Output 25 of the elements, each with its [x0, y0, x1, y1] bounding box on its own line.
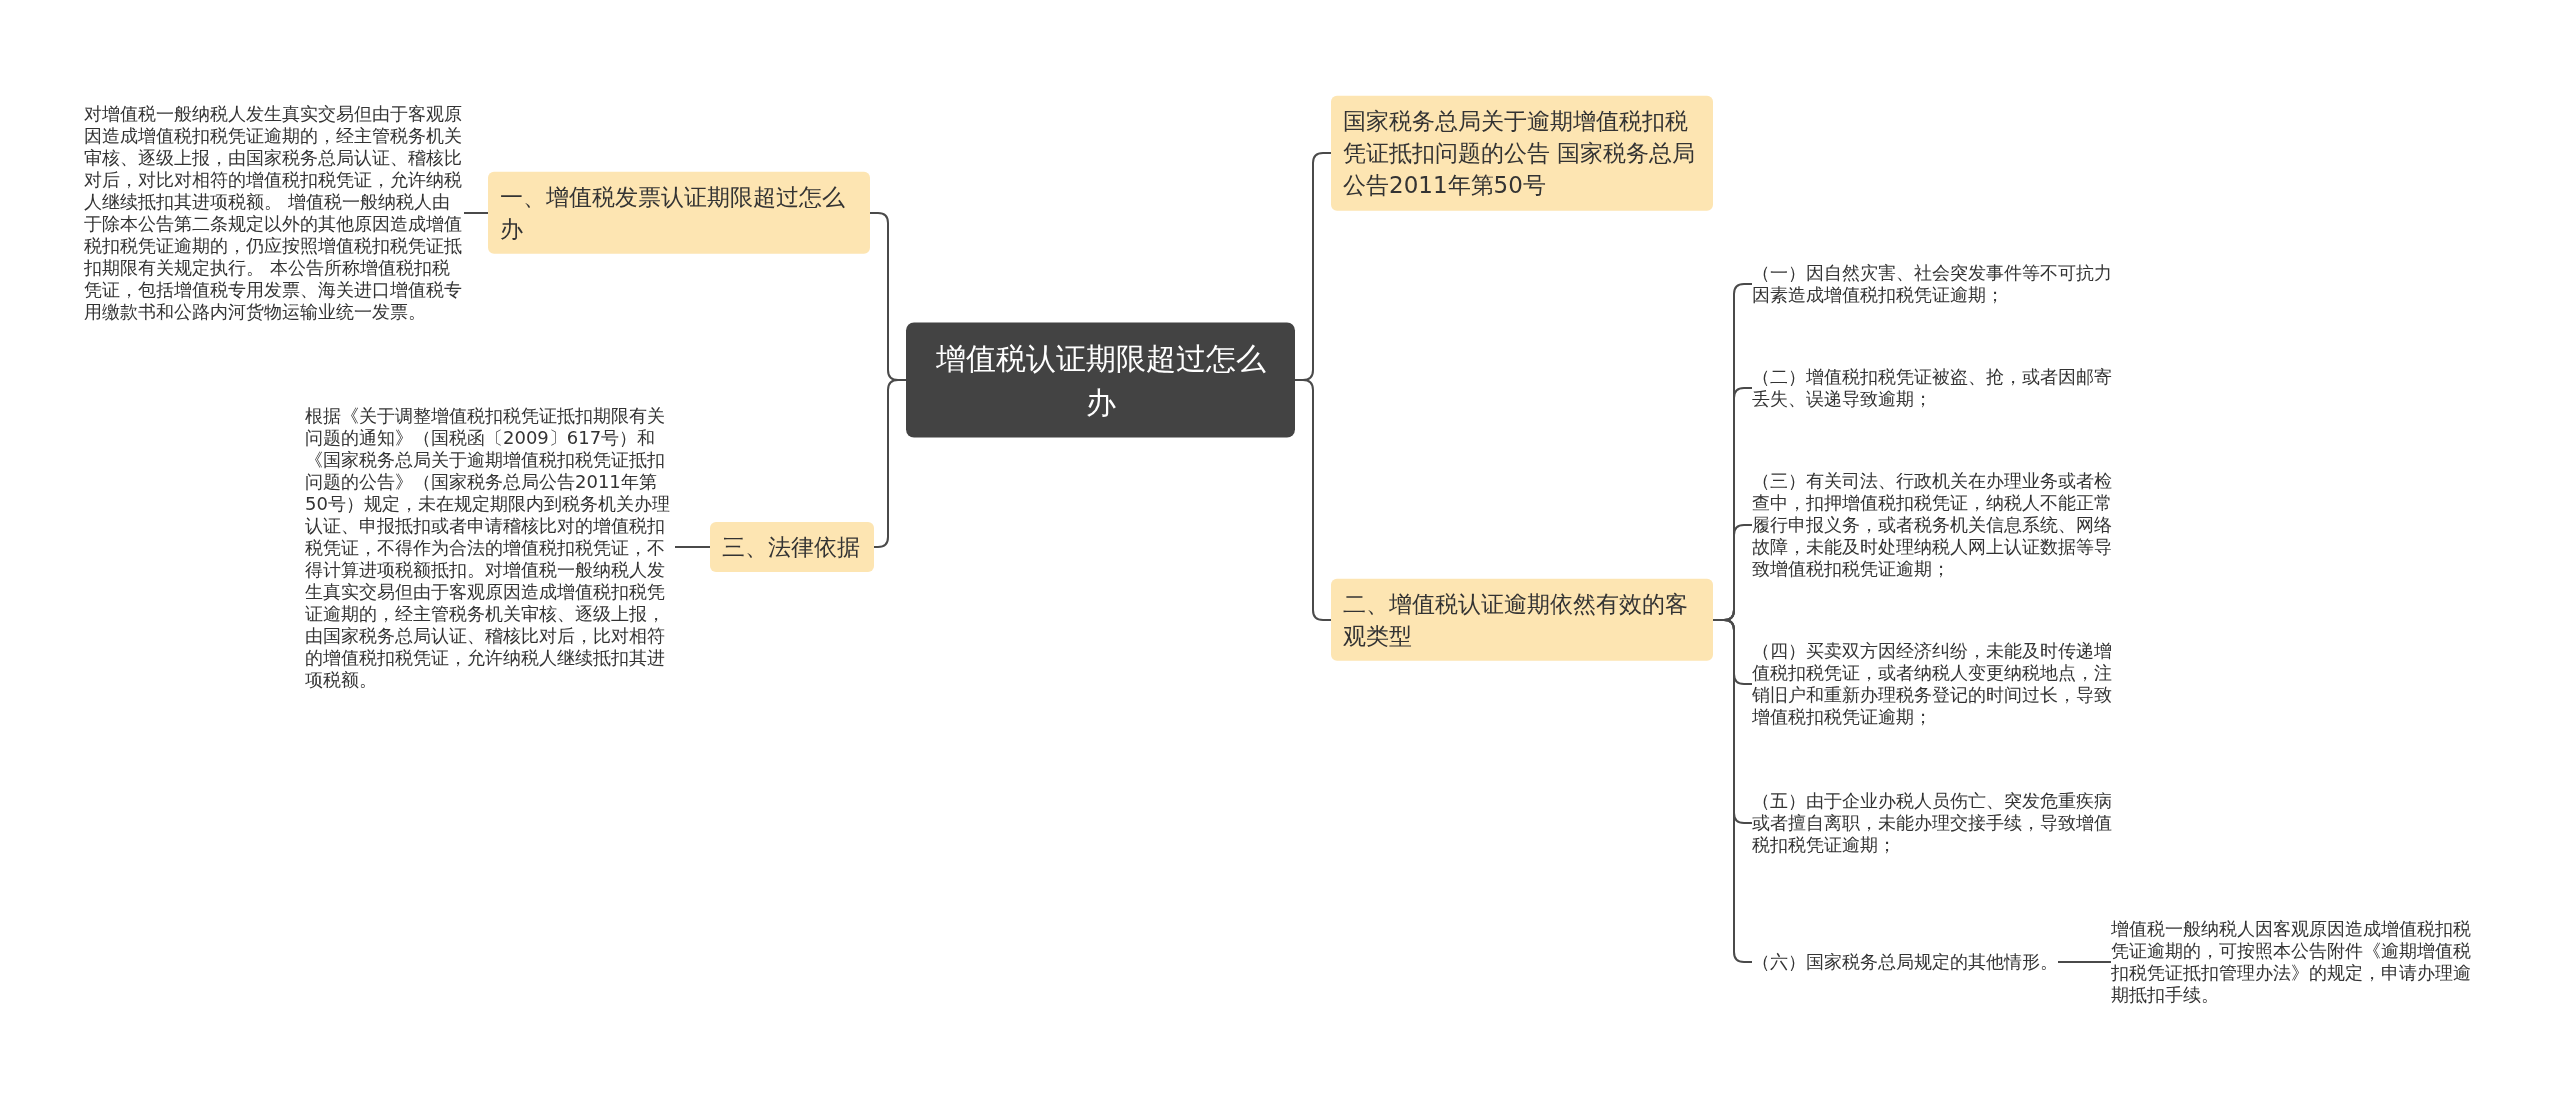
note-text: （四）买卖双方因经济纠纷，未能及时传递增值税扣税凭证，或者纳税人变更纳税地点，注销旧户和重新办理税务登记的时间过长，导致增值税扣税凭证逾期； [1752, 640, 2124, 728]
note-text: （六）国家税务总局规定的其他情形。 [1752, 951, 2058, 973]
topic-box [710, 521, 874, 573]
topic-text: 国家税务总局关于逾期增值税扣税凭证抵扣问题的公告 国家税务总局公告2011年第50号 [1343, 106, 1697, 201]
note-text: （二）增值税扣税凭证被盗、抢，或者因邮寄丢失、误递导致逾期； [1752, 366, 2124, 410]
connector-line [1294, 379, 1332, 621]
connector-line [674, 546, 711, 548]
topic-box [1331, 95, 1713, 211]
connector-line [2057, 961, 2112, 963]
central-topic-box [906, 322, 1295, 438]
note-text: 增值税一般纳税人因客观原因造成增值税扣税凭证逾期的，可按照本公告附件《逾期增值税扣税凭证抵扣管理办法》的规定，申请办理逾期抵扣手续。 [2111, 918, 2483, 1006]
connector-line [873, 379, 907, 548]
topic-text: 二、增值税认证逾期依然有效的客观类型 [1343, 589, 1689, 651]
note-text: （五）由于企业办税人员伤亡、突发危重疾病或者擅自离职，未能办理交接手续，导致增值税扣税凭证逾期； [1752, 790, 2124, 856]
connector-line [463, 212, 489, 214]
central-topic-text: 增值税认证期限超过怎么办 [934, 339, 1267, 421]
note-text: 对增值税一般纳税人发生真实交易但由于客观原因造成增值税扣税凭证逾期的，经主管税务机关审核、逐级上报，由国家税务总局认证、稽核比对后，对比对相符的增值税扣税凭证，允许纳税人继续抵扣其进项税额。 增值税一般纳税人由于除本公告第二条规定以外的其他原因造成增值税扣税凭证逾期的，仍应按照增值税扣税凭证抵扣期限有关规定执行。 本公告所称增值税扣税凭证，包括增值税专用发票、海关进口增值税专用缴款书和公路内河货物运输业统一发票。 [84, 103, 464, 323]
note-text: 根据《关于调整增值税扣税凭证抵扣期限有关问题的通知》（国税函〔2009〕617号）和《国家税务总局关于逾期增值税扣税凭证抵扣问题的公告》（国家税务总局公告2011年第50号）规定，未在规定期限内到税务机关办理认证、申报抵扣或者申请稽核比对的增值税扣税凭证，不得作为合法的增值税扣税凭证，不得计算进项税额抵扣。对增值税一般纳税人发生真实交易但由于客观原因造成增值税扣税凭证逾期的，经主管税务机关审核、逐级上报，由国家税务总局认证、稽核比对后，比对相符的增值税扣税凭证，允许纳税人继续抵扣其进项税额。 [305, 405, 675, 691]
connector-line [1712, 619, 1753, 963]
topic-box [488, 171, 870, 255]
topic-box [1331, 578, 1713, 662]
topic-text: 三、法律依据 [722, 532, 861, 562]
topic-text: 一、增值税发票认证期限超过怎么办 [500, 182, 846, 244]
note-text: （三）有关司法、行政机关在办理业务或者检查中，扣押增值税扣税凭证，纳税人不能正常履行申报义务，或者税务机关信息系统、网络故障，未能及时处理纳税人网上认证数据等导致增值税扣税凭证逾期； [1752, 470, 2124, 580]
note-text: （一）因自然灾害、社会突发事件等不可抗力因素造成增值税扣税凭证逾期； [1752, 262, 2124, 306]
